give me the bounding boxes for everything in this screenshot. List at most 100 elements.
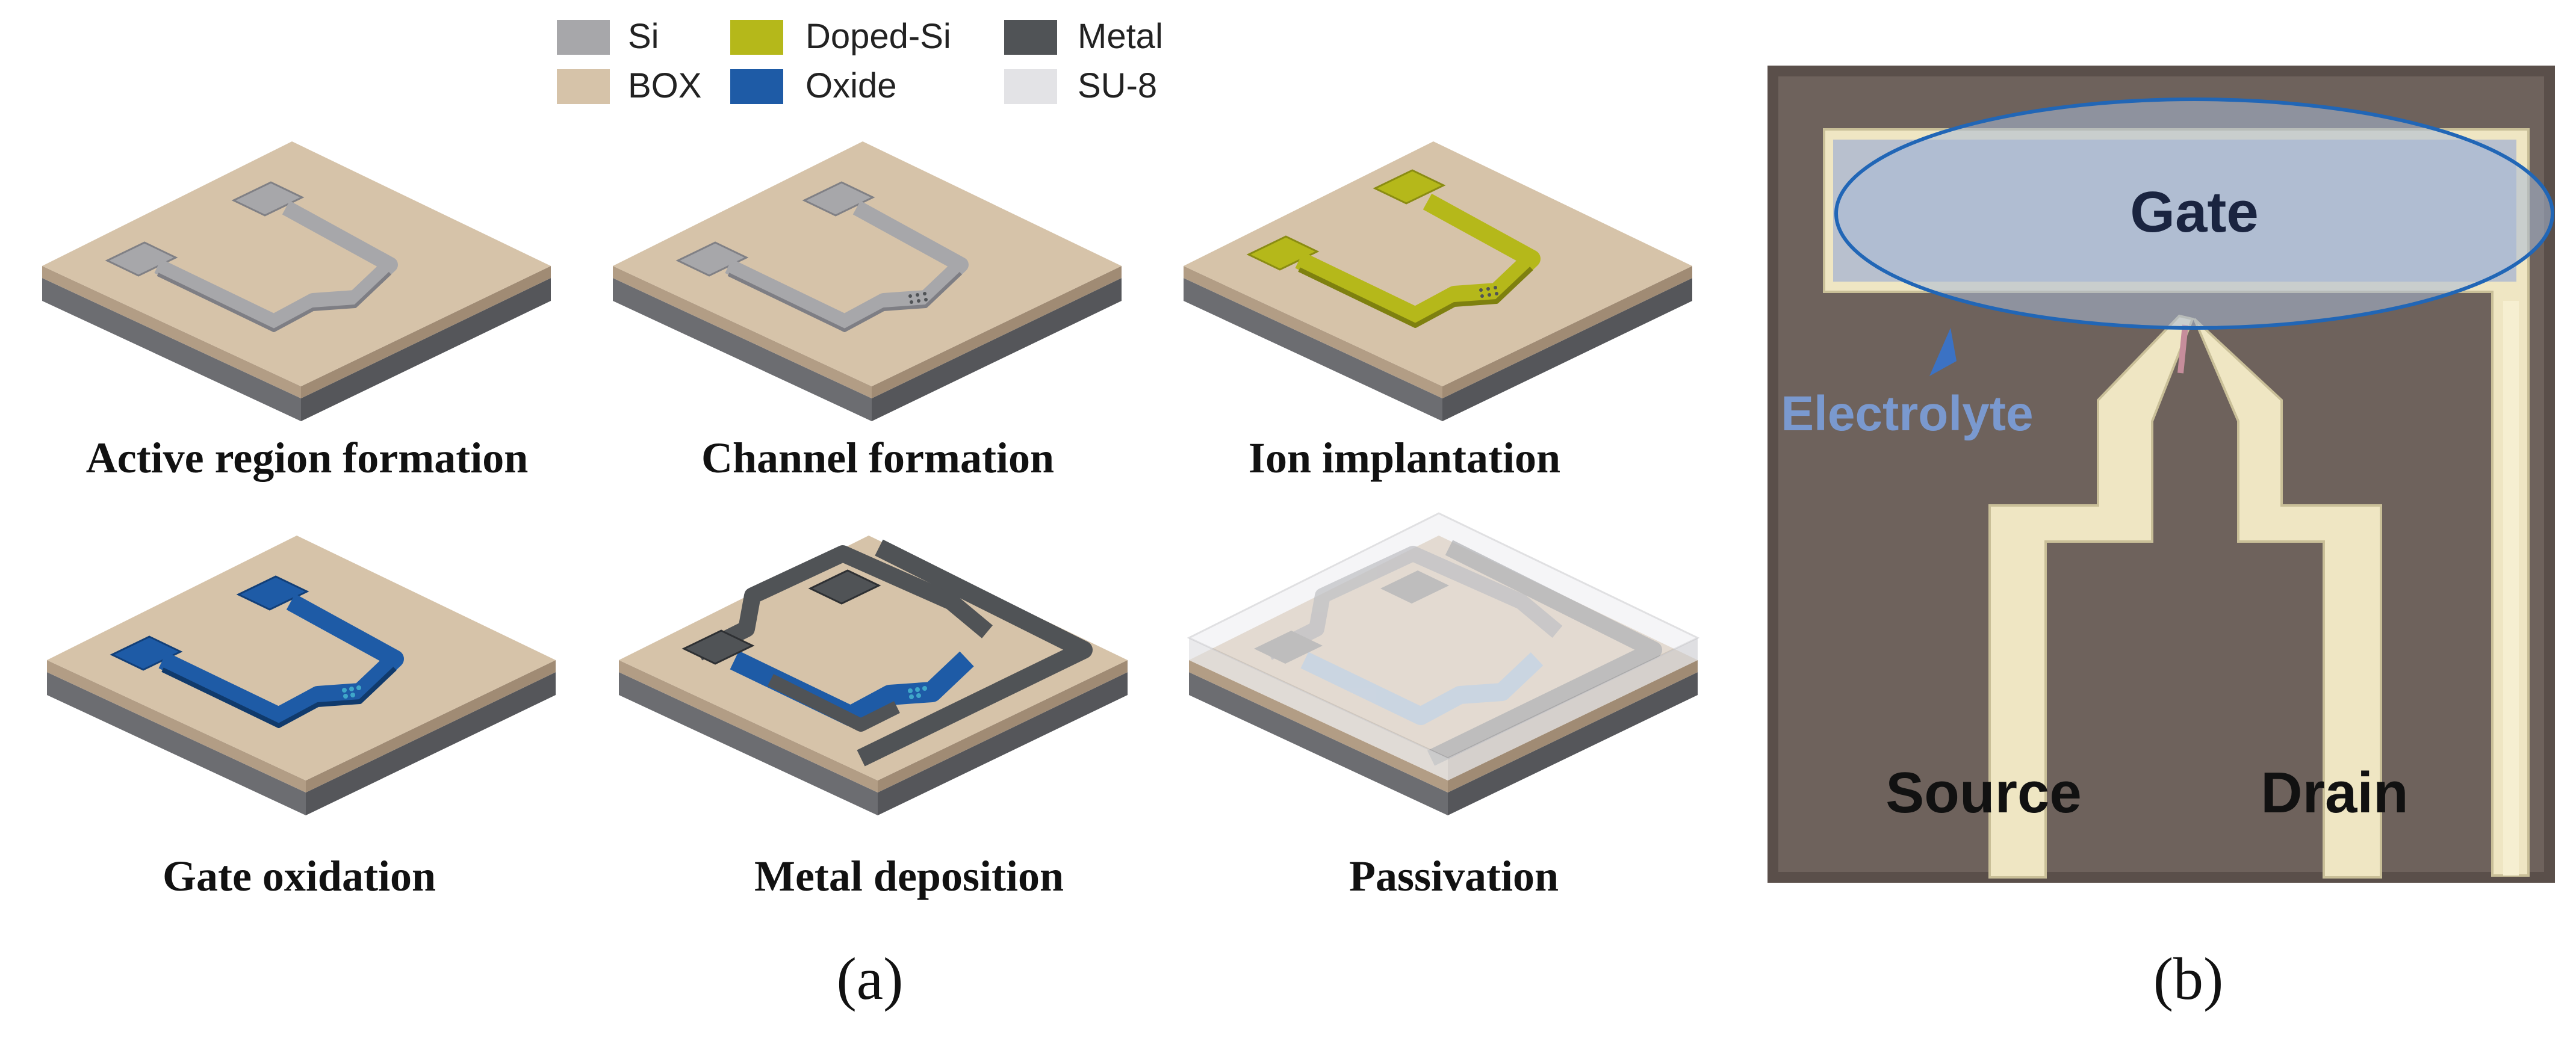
su8-layer	[1187, 512, 1700, 780]
box-side-left	[47, 660, 306, 792]
base-side-right	[306, 672, 556, 815]
base-side-right	[872, 278, 1122, 421]
oxide-wire	[158, 593, 404, 725]
pad-left	[110, 635, 183, 671]
micrograph-vignette	[1768, 66, 2555, 883]
box-side-left	[619, 660, 878, 792]
si-device	[675, 181, 969, 332]
legend-label-metal: Metal	[1078, 17, 1163, 56]
legend-label-doped-si: Doped-Si	[805, 17, 951, 56]
legend-label-su8: SU-8	[1078, 66, 1157, 105]
metal-drain-line	[768, 674, 900, 732]
metal-device	[681, 539, 1093, 767]
metal-gate-line	[857, 539, 1093, 767]
nanowire-channel	[908, 292, 928, 304]
step-active-region-formation	[42, 141, 551, 421]
panel-b: Gate Electrolyte Source Drain (b)	[1768, 66, 2555, 1012]
metal-pad-left	[681, 629, 755, 665]
legend-label-oxide: Oxide	[805, 66, 897, 105]
su8-side-left	[1189, 638, 1448, 780]
box-side-left	[1189, 660, 1448, 792]
su8-top	[1187, 512, 1700, 759]
box-side-right	[1448, 660, 1698, 792]
box-top	[42, 141, 551, 386]
nanowire-channel	[342, 685, 361, 699]
legend-swatch-oxide	[730, 69, 783, 104]
box-side-left	[613, 266, 872, 398]
pad-right	[231, 181, 305, 217]
si-wire	[154, 200, 398, 330]
base-side-right	[301, 278, 551, 421]
legend-swatch-si	[557, 20, 610, 55]
box-side-right	[301, 266, 551, 398]
panel-b-caption: (b)	[2153, 945, 2224, 1012]
pad-left	[675, 241, 749, 277]
metal-pad-right	[808, 569, 881, 605]
base-side-left	[613, 278, 872, 421]
step-label-passivation: Passivation	[1349, 852, 1559, 900]
step-metal-deposition	[619, 536, 1128, 815]
step-label-channel-formation: Channel formation	[701, 434, 1054, 482]
doped-si-device	[1246, 169, 1541, 328]
base-side-right	[878, 672, 1128, 815]
box-side-right	[878, 660, 1128, 792]
drain-label: Drain	[2261, 761, 2408, 825]
box-top	[47, 536, 556, 780]
electrolyte-arrow-icon	[1929, 328, 1957, 376]
doped-wire-edge	[1298, 267, 1533, 328]
step-ion-implantation	[1184, 141, 1692, 421]
oxide-device	[110, 575, 404, 728]
box-side-left	[1184, 266, 1442, 398]
box-top	[1184, 141, 1692, 386]
pad-right	[1373, 169, 1446, 205]
legend-swatch-metal	[1004, 20, 1057, 55]
gate-label: Gate	[2130, 180, 2258, 244]
si-wire-edge	[727, 271, 963, 332]
base-side-left	[47, 672, 306, 815]
source-drain-electrodes	[1988, 314, 2382, 879]
pad-left	[105, 241, 178, 277]
step-label-gate-oxidation: Gate oxidation	[163, 852, 436, 900]
step-channel-formation	[613, 141, 1122, 421]
box-side-right	[872, 266, 1122, 398]
box-side-right	[1442, 266, 1692, 398]
step-label-active-region-formation: Active region formation	[86, 434, 528, 482]
base-side-left	[1189, 672, 1448, 815]
panel-a: Active region formation Channel formatio…	[42, 141, 1700, 1012]
electrolyte-ellipse	[1834, 97, 2554, 330]
base-side-left	[619, 672, 878, 815]
pad-left	[1246, 235, 1320, 271]
si-wire-edge	[157, 271, 392, 332]
base-side-right	[1442, 278, 1692, 421]
oxide-wire-edge	[161, 667, 397, 728]
pad-right	[236, 575, 309, 611]
base-side-left	[42, 278, 301, 421]
legend-swatch-su8	[1004, 69, 1057, 104]
legend-label-box: BOX	[628, 66, 702, 105]
step-passivation	[1187, 512, 1700, 815]
base-side-left	[1184, 278, 1442, 421]
legend-swatch-box	[557, 69, 610, 104]
step-label-metal-deposition: Metal deposition	[754, 852, 1064, 900]
si-device	[105, 181, 398, 332]
legend-swatch-doped-si	[730, 20, 783, 55]
box-side-right	[306, 660, 556, 792]
step-gate-oxidation	[47, 536, 556, 815]
electrolyte-region	[1834, 97, 2554, 376]
step-label-ion-implantation: Ion implantation	[1249, 434, 1560, 482]
panel-a-caption: (a)	[837, 945, 904, 1012]
si-wire	[725, 200, 969, 330]
su8-side-right	[1448, 638, 1698, 780]
pad-right	[802, 181, 875, 217]
box-side-left	[42, 266, 301, 398]
metal-source-line	[694, 545, 993, 661]
legend: Si Doped-Si Metal BOX Oxide SU-8	[557, 17, 1163, 105]
base-side-right	[1448, 672, 1698, 815]
source-label: Source	[1885, 761, 2081, 825]
electrolyte-label: Electrolyte	[1781, 386, 2033, 441]
nanowire-channel	[908, 686, 927, 699]
legend-label-si: Si	[628, 17, 659, 56]
box-top	[613, 141, 1122, 386]
doped-wire	[1295, 193, 1541, 325]
